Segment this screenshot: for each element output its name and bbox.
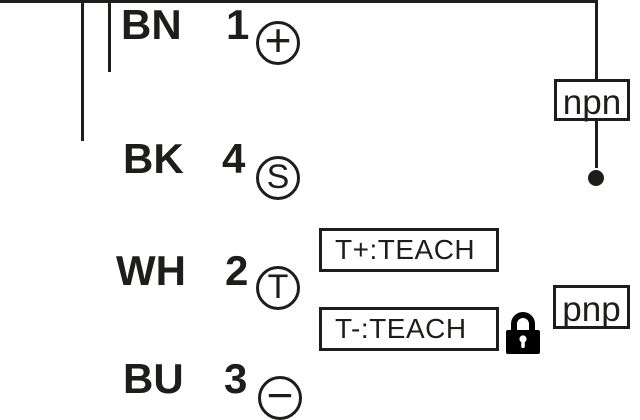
plus-terminal-circle: + xyxy=(256,17,300,65)
minus-terminal-circle: − xyxy=(258,372,302,420)
npn-label: npn xyxy=(562,82,622,122)
lock-icon xyxy=(506,312,540,354)
wire-color-label-wh: WH xyxy=(116,247,186,294)
wire-pin-label-3: 3 xyxy=(224,355,248,402)
wire-pin-label-2: 2 xyxy=(225,247,249,294)
bus-pnp-to-bu xyxy=(595,0,598,70)
minus-icon: − xyxy=(266,369,294,420)
wire-color-label-bk: BK xyxy=(123,135,184,182)
wire-pin-label-1: 1 xyxy=(226,1,250,48)
teach-minus-label: T-:TEACH xyxy=(335,313,467,344)
s-output-icon: S xyxy=(266,158,290,196)
teach-minus-box: T-:TEACH xyxy=(319,307,499,351)
wire-bu-left-stub xyxy=(0,0,84,3)
plus-icon: + xyxy=(264,14,292,66)
wire-bu-main xyxy=(81,0,598,3)
teach-input-circle: T xyxy=(256,266,300,310)
junction-dot xyxy=(588,170,604,186)
wire-bu-riser xyxy=(81,0,84,141)
wire-wh-riser xyxy=(108,0,111,72)
npn-output-box: npn xyxy=(554,79,630,121)
pnp-output-box: pnp xyxy=(553,285,630,329)
teach-plus-box: T+:TEACH xyxy=(319,228,499,272)
wire-color-label-bn: BN xyxy=(121,1,182,48)
wire-pin-label-4: 4 xyxy=(222,135,246,182)
wire-color-label-bu: BU xyxy=(123,355,184,402)
teach-plus-label: T+:TEACH xyxy=(335,234,476,265)
t-input-icon: T xyxy=(267,268,289,306)
switch-output-circle: S xyxy=(256,156,300,200)
pnp-label: pnp xyxy=(562,289,621,329)
